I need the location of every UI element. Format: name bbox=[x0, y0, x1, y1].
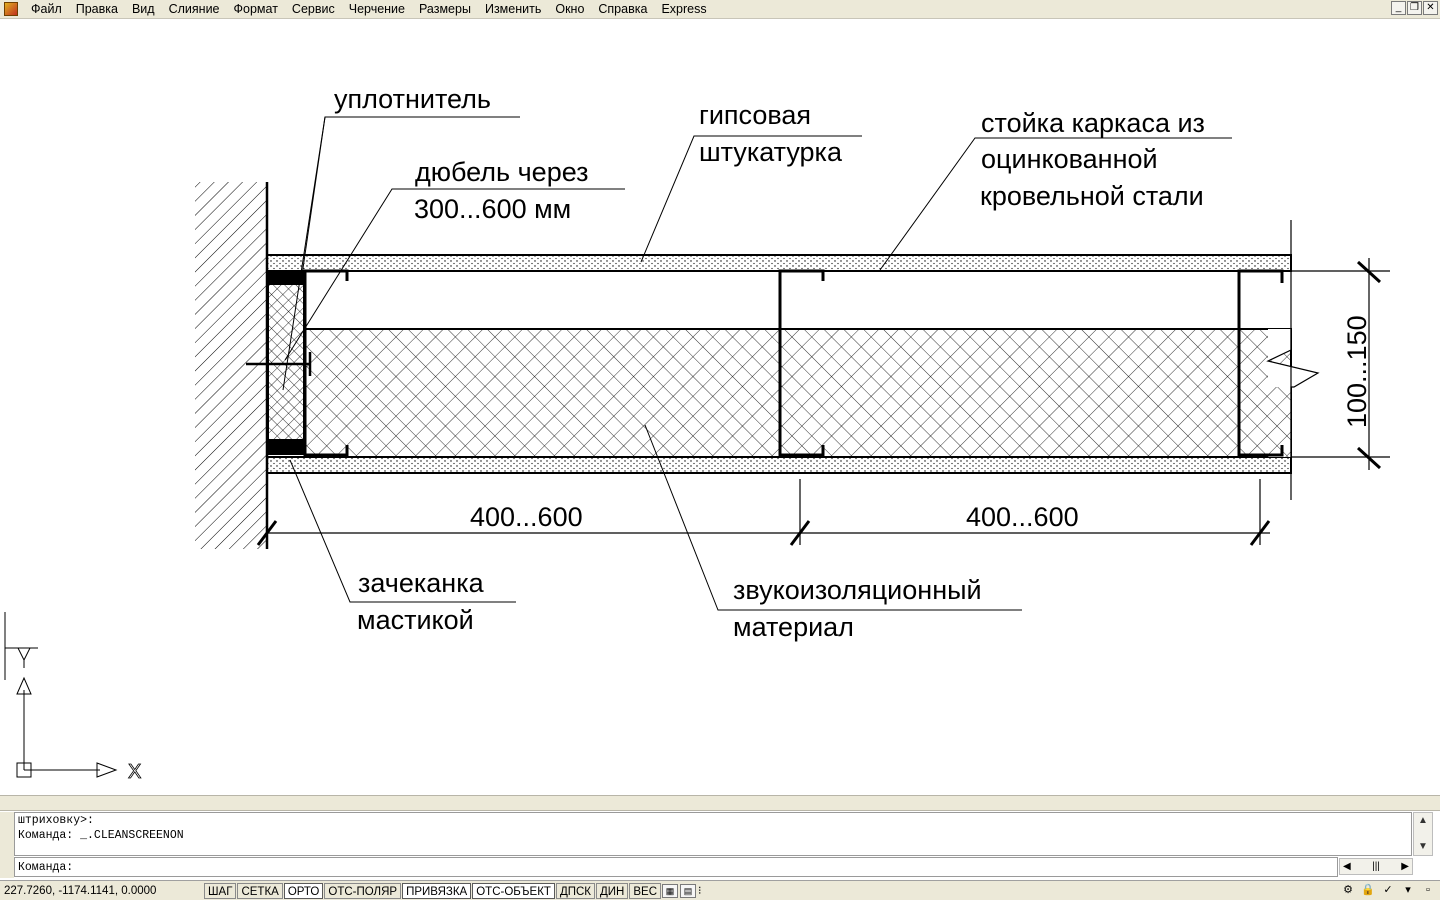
menu-edit[interactable]: Правка bbox=[75, 2, 118, 16]
toggle-osnap[interactable]: ПРИВЯЗКА bbox=[402, 882, 472, 899]
drawing-svg: уплотнитель дюбель через 300...600 мм ги… bbox=[4, 84, 1390, 783]
menu-merge[interactable]: Слияние bbox=[168, 2, 220, 16]
menu-draw[interactable]: Черчение bbox=[348, 2, 405, 16]
gypsum-board-bottom bbox=[266, 456, 1292, 474]
label-caulk-2: мастикой bbox=[357, 605, 474, 635]
status-bar: 227.7260, -1174.1141, 0.0000 ШАГ СЕТКА О… bbox=[0, 880, 1440, 900]
menu-file[interactable]: Файл bbox=[31, 2, 62, 16]
insulation-end bbox=[1268, 387, 1291, 457]
history-line-1: штриховку>: bbox=[18, 814, 94, 827]
comm-center-icon[interactable]: ⚙ bbox=[1343, 884, 1353, 896]
toggle-grid[interactable]: СЕТКА bbox=[237, 882, 283, 899]
toggle-lineweight[interactable]: ВЕС bbox=[629, 882, 662, 899]
label-dowel-2: 300...600 мм bbox=[414, 194, 571, 224]
dimension-ticks bbox=[256, 260, 1382, 546]
scroll-up-icon[interactable]: ▲ bbox=[1418, 815, 1428, 826]
menu-modify[interactable]: Изменить bbox=[484, 2, 542, 16]
insulation-layer bbox=[304, 328, 1292, 458]
label-insul-1: звукоизоляционный bbox=[733, 575, 982, 605]
label-gypsum-2: штукатурка bbox=[699, 137, 843, 167]
label-stud-1: стойка каркаса из bbox=[981, 108, 1205, 138]
layout-icon[interactable]: ▤ bbox=[680, 883, 697, 898]
command-splitter[interactable] bbox=[0, 795, 1440, 811]
command-input[interactable]: Команда: bbox=[14, 857, 1338, 877]
toggle-dyn[interactable]: ДИН bbox=[596, 882, 629, 899]
cleanscreen-status-icon[interactable]: ✓ bbox=[1383, 884, 1393, 896]
menu-bar: Файл Правка Вид Слияние Формат Сервис Че… bbox=[0, 0, 1440, 19]
scroll-left-icon[interactable]: ◀ bbox=[1343, 861, 1351, 872]
lock-icon[interactable]: 🔒 bbox=[1361, 884, 1375, 896]
scroll-thumb-icon[interactable]: ||| bbox=[1372, 861, 1380, 872]
app-icon[interactable] bbox=[4, 2, 18, 16]
menu-dimension[interactable]: Размеры bbox=[419, 2, 471, 16]
restore-button[interactable]: ❐ bbox=[1407, 1, 1422, 15]
command-dock-handle[interactable] bbox=[0, 812, 14, 878]
command-history: штриховку>: Команда: _.CLEANSCREENON bbox=[14, 812, 1412, 856]
seal-strip bbox=[267, 283, 305, 441]
mastic-bottom bbox=[268, 440, 304, 455]
toggle-polar[interactable]: ОТС-ПОЛЯР bbox=[324, 882, 402, 899]
label-dowel-1: дюбель через bbox=[415, 157, 589, 187]
history-line-2: Команда: _.CLEANSCREENON bbox=[18, 829, 184, 842]
toggle-snap[interactable]: ШАГ bbox=[204, 882, 237, 899]
command-vertical-scrollbar[interactable]: ▲ ▼ bbox=[1413, 812, 1433, 856]
scroll-down-icon[interactable]: ▼ bbox=[1418, 841, 1428, 852]
menu-window[interactable]: Окно bbox=[555, 2, 585, 16]
toggle-ortho[interactable]: ОРТО bbox=[283, 882, 324, 899]
label-caulk-1: зачеканка bbox=[358, 568, 485, 598]
model-space-icon[interactable]: ▦ bbox=[662, 883, 679, 898]
tray-settings-icon[interactable]: ▾ bbox=[1405, 884, 1411, 896]
dim-text-thickness: 100...150 bbox=[1342, 315, 1372, 428]
leader-lines bbox=[282, 116, 1232, 611]
toggle-otrack[interactable]: ОТС-ОБЪЕКТ bbox=[472, 882, 555, 899]
command-horizontal-scrollbar[interactable]: ◀ ||| ▶ bbox=[1339, 858, 1413, 875]
toggle-ducs[interactable]: ДПСК bbox=[555, 882, 595, 899]
label-seal: уплотнитель bbox=[334, 84, 491, 114]
cleanscreen-icon[interactable]: ▫ bbox=[1426, 884, 1430, 896]
menu-express[interactable]: Express bbox=[661, 2, 707, 16]
stud-right bbox=[1237, 269, 1284, 457]
ucs-icon bbox=[4, 612, 118, 778]
close-button[interactable]: ✕ bbox=[1423, 1, 1438, 15]
menu-tools[interactable]: Сервис bbox=[291, 2, 335, 16]
stud-middle bbox=[778, 269, 825, 457]
menu-format[interactable]: Формат bbox=[233, 2, 278, 16]
wall-hatch bbox=[195, 182, 267, 549]
drawing-canvas[interactable]: уплотнитель дюбель через 300...600 мм ги… bbox=[0, 19, 1440, 795]
scroll-right-icon[interactable]: ▶ bbox=[1401, 861, 1409, 872]
mastic-top bbox=[268, 271, 304, 284]
coordinate-readout: 227.7260, -1174.1141, 0.0000 bbox=[4, 884, 157, 897]
label-stud-2: оцинкованной bbox=[981, 144, 1158, 174]
ucs-x-label: X bbox=[128, 761, 141, 783]
dim-text-left: 400...600 bbox=[470, 502, 583, 532]
label-stud-3: кровельной стали bbox=[980, 181, 1204, 211]
dim-text-right: 400...600 bbox=[966, 502, 1079, 532]
status-menu-icon[interactable]: ⁝ bbox=[698, 885, 702, 897]
dimension-lines bbox=[266, 220, 1390, 545]
label-insul-2: материал bbox=[733, 612, 854, 642]
label-gypsum-1: гипсовая bbox=[699, 100, 811, 130]
minimize-button[interactable]: _ bbox=[1391, 1, 1406, 15]
status-tray: ⚙ 🔒 ✓ ▾ ▫ bbox=[1340, 882, 1436, 898]
menu-view[interactable]: Вид bbox=[131, 2, 155, 16]
menu-help[interactable]: Справка bbox=[598, 2, 648, 16]
gypsum-board-top bbox=[266, 254, 1292, 272]
